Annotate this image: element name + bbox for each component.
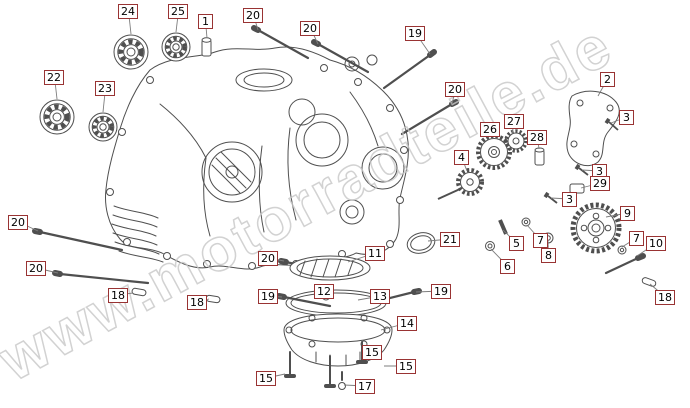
callout-label-10-24: 10 [646, 236, 666, 251]
callout-label-22-6: 22 [44, 70, 64, 85]
callout-label-19-32: 19 [258, 289, 278, 304]
callout-label-20-28: 20 [8, 215, 28, 230]
sleeve-29 [569, 183, 585, 194]
engine-crankcase-drawing [105, 46, 409, 270]
callout-label-21-26: 21 [440, 232, 460, 247]
callout-label-18-31: 18 [187, 295, 207, 310]
dowel-18a [131, 287, 147, 297]
callout-label-20-4: 20 [300, 21, 320, 36]
callout-label-15-40: 15 [256, 371, 276, 386]
callout-label-6-22: 6 [500, 259, 515, 274]
callout-label-2-9: 2 [600, 72, 615, 87]
bolt-10 [604, 253, 646, 275]
callout-label-12-35: 12 [314, 284, 334, 299]
bolt-bosses [106, 64, 408, 270]
plug-17 [338, 371, 346, 390]
callout-label-18-30: 18 [108, 288, 128, 303]
stud-1 [201, 37, 212, 57]
right-side-parts [406, 90, 627, 255]
callout-label-7-23: 7 [629, 231, 644, 246]
bolt-20c [400, 99, 459, 136]
callout-label-24-0: 24 [118, 4, 138, 19]
cooling-fins [111, 205, 164, 263]
callout-label-19-5: 19 [405, 26, 425, 41]
pump-gear-4 [437, 168, 484, 200]
bearing-23 [88, 112, 118, 142]
dowel-18c [641, 277, 657, 287]
callout-label-29-16: 29 [590, 176, 610, 191]
bolt-20d [32, 228, 124, 252]
cover-plate-2 [566, 90, 620, 167]
callout-label-3-10: 3 [619, 110, 634, 125]
callout-label-1-2: 1 [198, 14, 213, 29]
callout-label-20-33: 20 [258, 251, 278, 266]
callout-label-19-27: 19 [431, 284, 451, 299]
screws-3 [543, 117, 619, 204]
callout-label-3-17: 3 [562, 192, 577, 207]
callout-label-5-20: 5 [509, 236, 524, 251]
sprocket-9 [570, 202, 622, 254]
callout-label-15-39: 15 [396, 359, 416, 374]
bearing-25 [161, 32, 191, 62]
gear-26 [476, 134, 512, 170]
ball-bearings [39, 32, 212, 142]
callout-label-28-13: 28 [527, 130, 547, 145]
callout-label-3-15: 3 [592, 164, 607, 179]
bolt-20b [311, 39, 370, 74]
callout-label-4-14: 4 [454, 150, 469, 165]
bearing-22 [39, 99, 75, 135]
callout-label-17-41: 17 [355, 379, 375, 394]
callout-label-20-29: 20 [26, 261, 46, 276]
callout-label-26-11: 26 [480, 122, 500, 137]
washer-6 [485, 241, 495, 251]
cylinder-opening [235, 68, 293, 92]
callout-label-14-37: 14 [397, 316, 417, 331]
spacer-28 [534, 147, 545, 166]
callout-label-9-18: 9 [620, 206, 635, 221]
callout-label-13-36: 13 [370, 289, 390, 304]
oil-strainer-11 [289, 255, 371, 281]
callout-label-20-8: 20 [445, 82, 465, 97]
bolt-19b [276, 293, 332, 308]
washer-7a [521, 217, 531, 227]
callout-label-27-12: 27 [504, 114, 524, 129]
callout-label-18-25: 18 [655, 290, 675, 305]
callout-label-25-1: 25 [168, 4, 188, 19]
callout-label-20-3: 20 [243, 8, 263, 23]
bolt-20e [52, 270, 150, 285]
callout-label-7-19: 7 [533, 233, 548, 248]
callout-label-23-7: 23 [95, 81, 115, 96]
gear-27 [504, 129, 528, 153]
callout-label-11-34: 11 [365, 246, 385, 261]
callout-label-15-38: 15 [362, 345, 382, 360]
bearing-24 [113, 34, 149, 70]
washer-7b [617, 245, 627, 255]
bolt-19a [382, 49, 437, 90]
bolt-20a [251, 25, 310, 60]
callout-label-8-21: 8 [541, 248, 556, 263]
crankcase-body [105, 46, 409, 270]
